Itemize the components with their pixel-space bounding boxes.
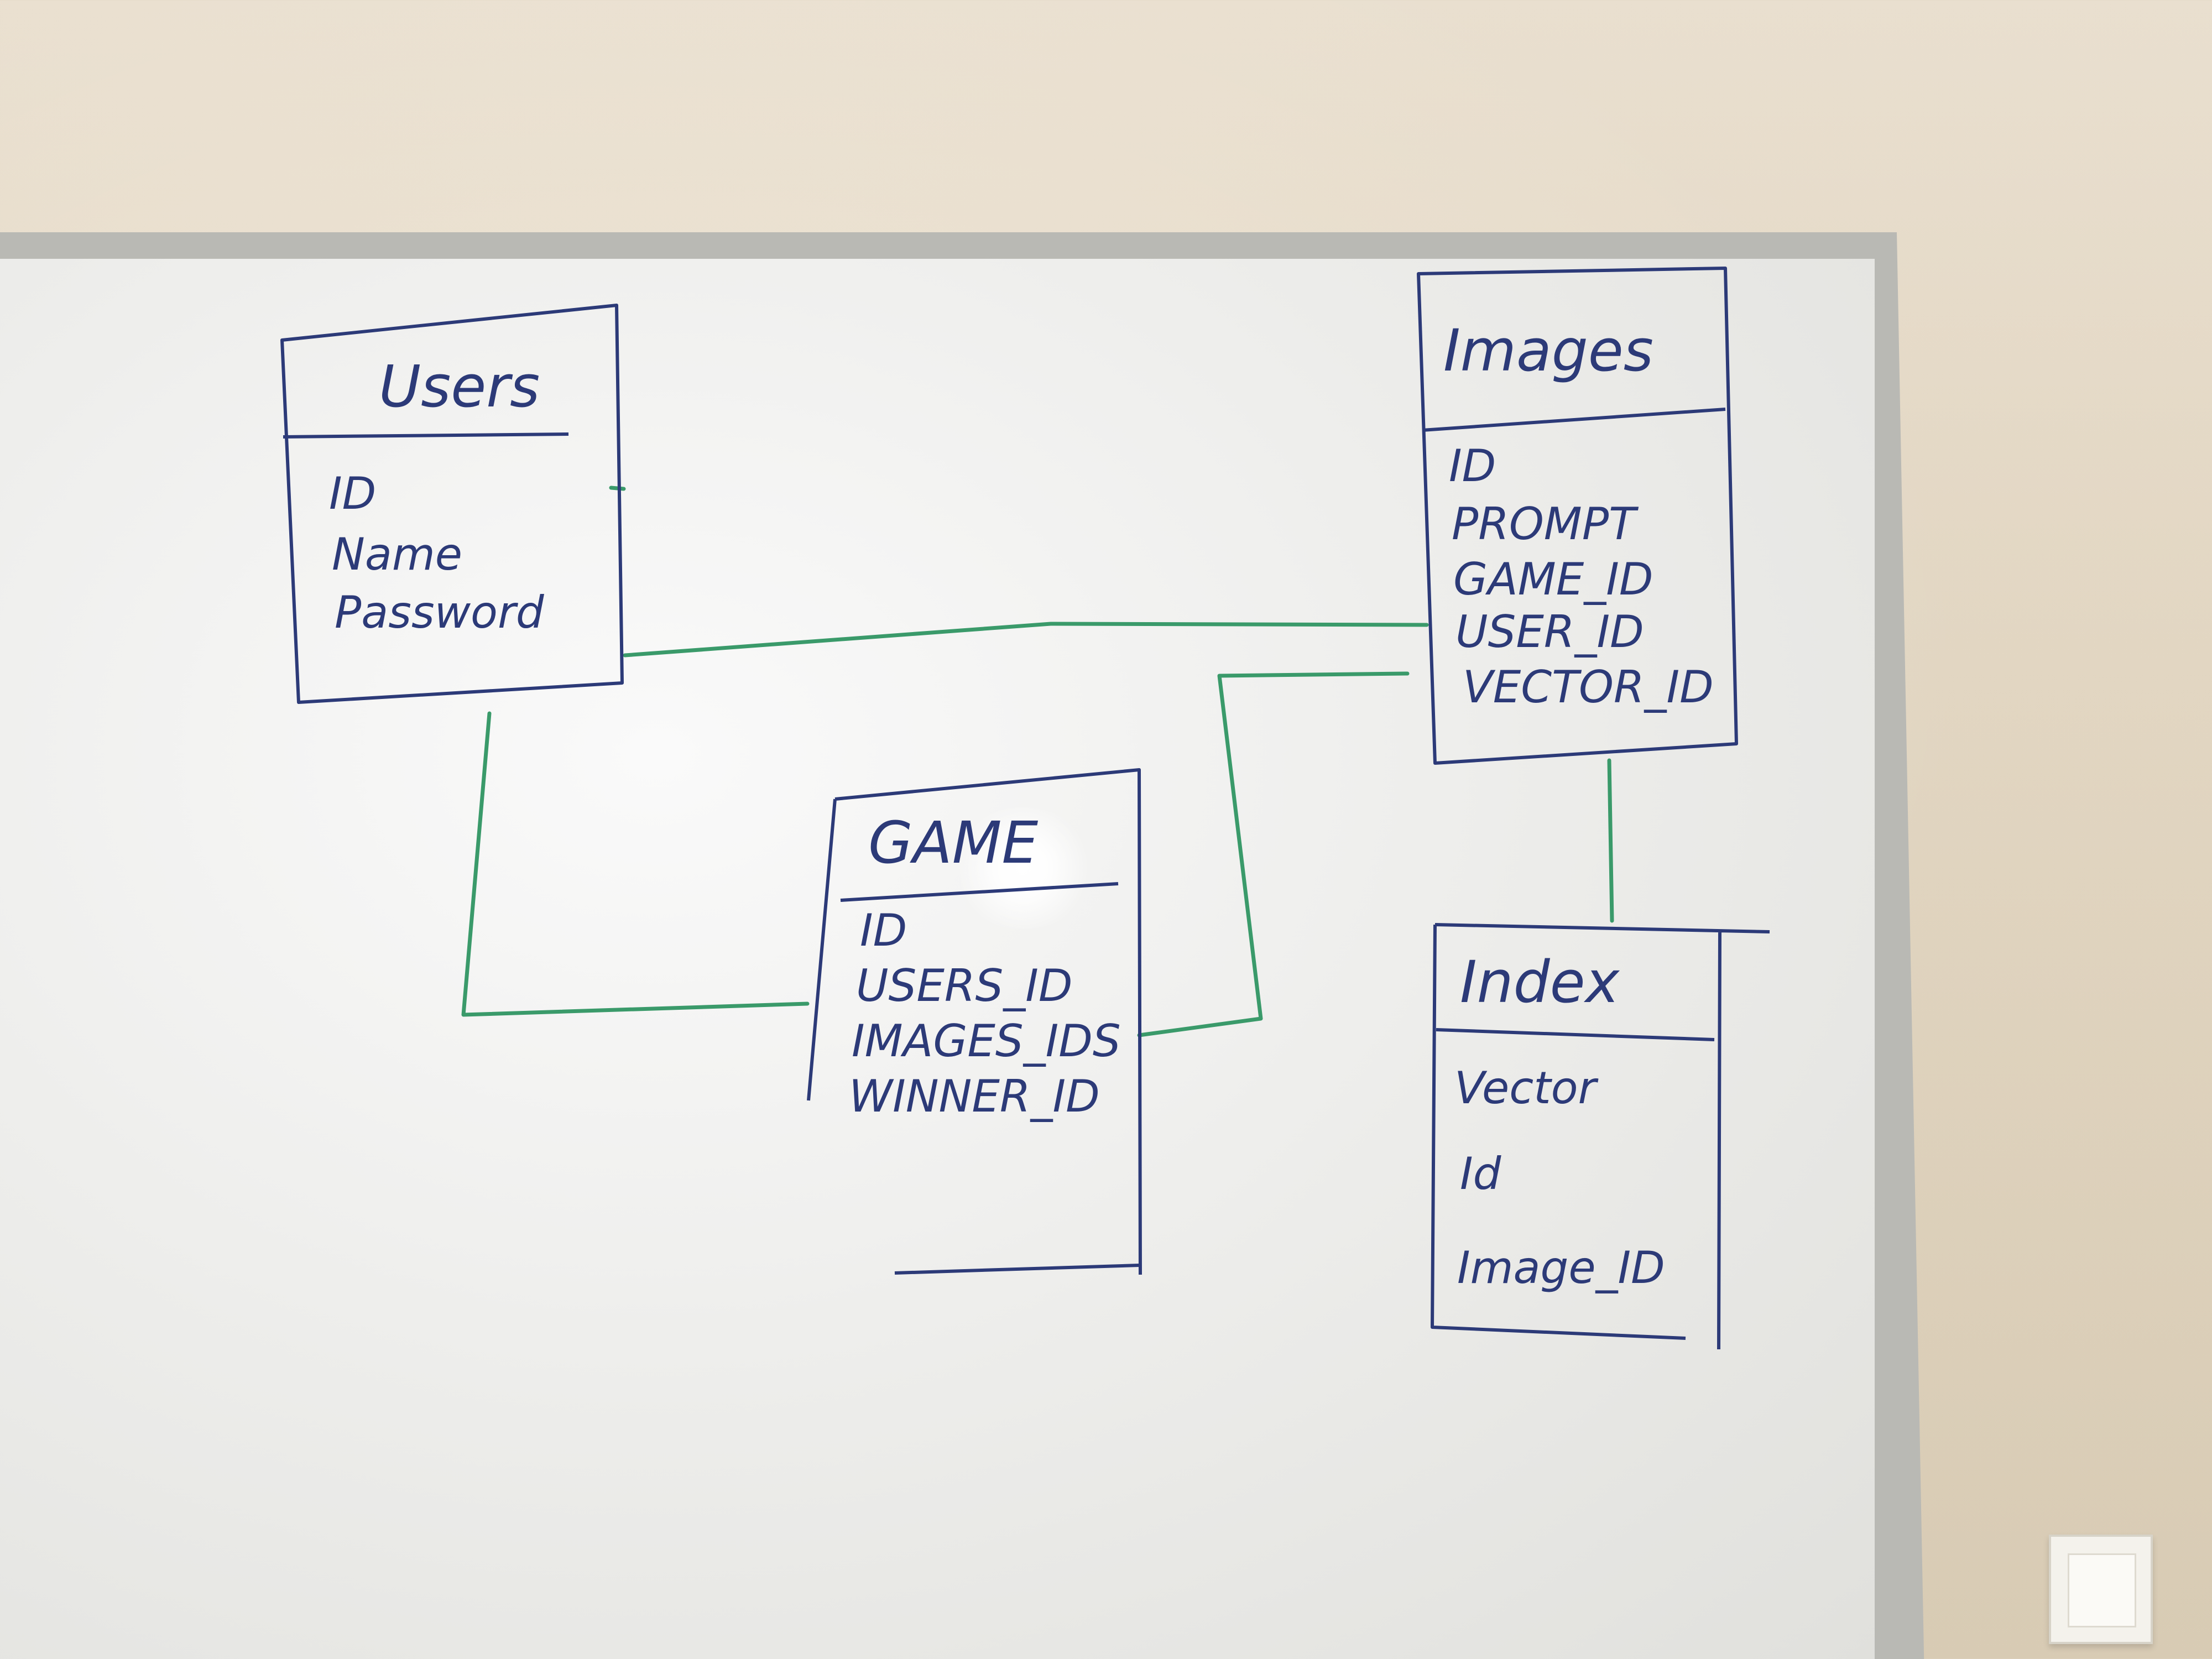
images-field-4: USER_ID <box>1455 606 1644 658</box>
images-box-divider <box>1422 408 1726 432</box>
game-box-bottom <box>894 1264 1140 1275</box>
game-field-4: WINNER_ID <box>849 1071 1100 1122</box>
game-box-outline <box>807 768 1142 1275</box>
images-field-1: ID <box>1449 440 1496 492</box>
users-field-2: Name <box>332 529 462 580</box>
users-field-1: ID <box>329 468 376 519</box>
images-box-outline <box>1417 267 1738 765</box>
whiteboard-surface <box>0 259 1875 1659</box>
game-box-divider <box>840 882 1119 902</box>
index-field-2: Id <box>1460 1148 1502 1199</box>
light-switch-key <box>2068 1553 2136 1627</box>
index-box-outline <box>1431 923 1770 1350</box>
index-table: Index Vector Id Image_ID <box>1431 923 1770 1350</box>
images-title: Images <box>1443 317 1653 384</box>
index-title: Index <box>1460 948 1620 1016</box>
images-table: Images ID PROMPT GAME_ID USER_ID VECTOR_… <box>1417 267 1738 765</box>
whiteboard-frame <box>0 232 1924 1659</box>
connector-images-game <box>1137 671 1410 1037</box>
connector-users-images <box>623 622 1429 658</box>
images-field-2: PROMPT <box>1452 498 1639 550</box>
connector-users-tick <box>609 486 626 491</box>
images-field-3: GAME_ID <box>1453 554 1653 605</box>
index-box-divider <box>1436 1028 1715 1041</box>
connector-users-game <box>461 711 810 1017</box>
light-switch <box>2049 1535 2153 1644</box>
users-box-divider <box>283 432 569 439</box>
index-field-3: Image_ID <box>1457 1242 1665 1293</box>
users-title: Users <box>379 353 540 420</box>
connector-images-index <box>1607 758 1614 923</box>
users-box-outline <box>280 304 624 704</box>
game-title: GAME <box>868 809 1038 877</box>
light-glare <box>951 807 1095 929</box>
index-field-1: Vector <box>1454 1062 1599 1114</box>
game-table: GAME ID USERS_ID IMAGES_IDS WINNER_ID <box>807 768 1142 1275</box>
users-field-3: Password <box>335 587 545 638</box>
game-field-2: USERS_ID <box>856 960 1072 1011</box>
images-field-5: VECTOR_ID <box>1463 661 1714 713</box>
game-field-3: IMAGES_IDS <box>852 1015 1121 1067</box>
game-field-1: ID <box>860 905 907 956</box>
users-table: Users ID Name Password <box>280 304 624 704</box>
